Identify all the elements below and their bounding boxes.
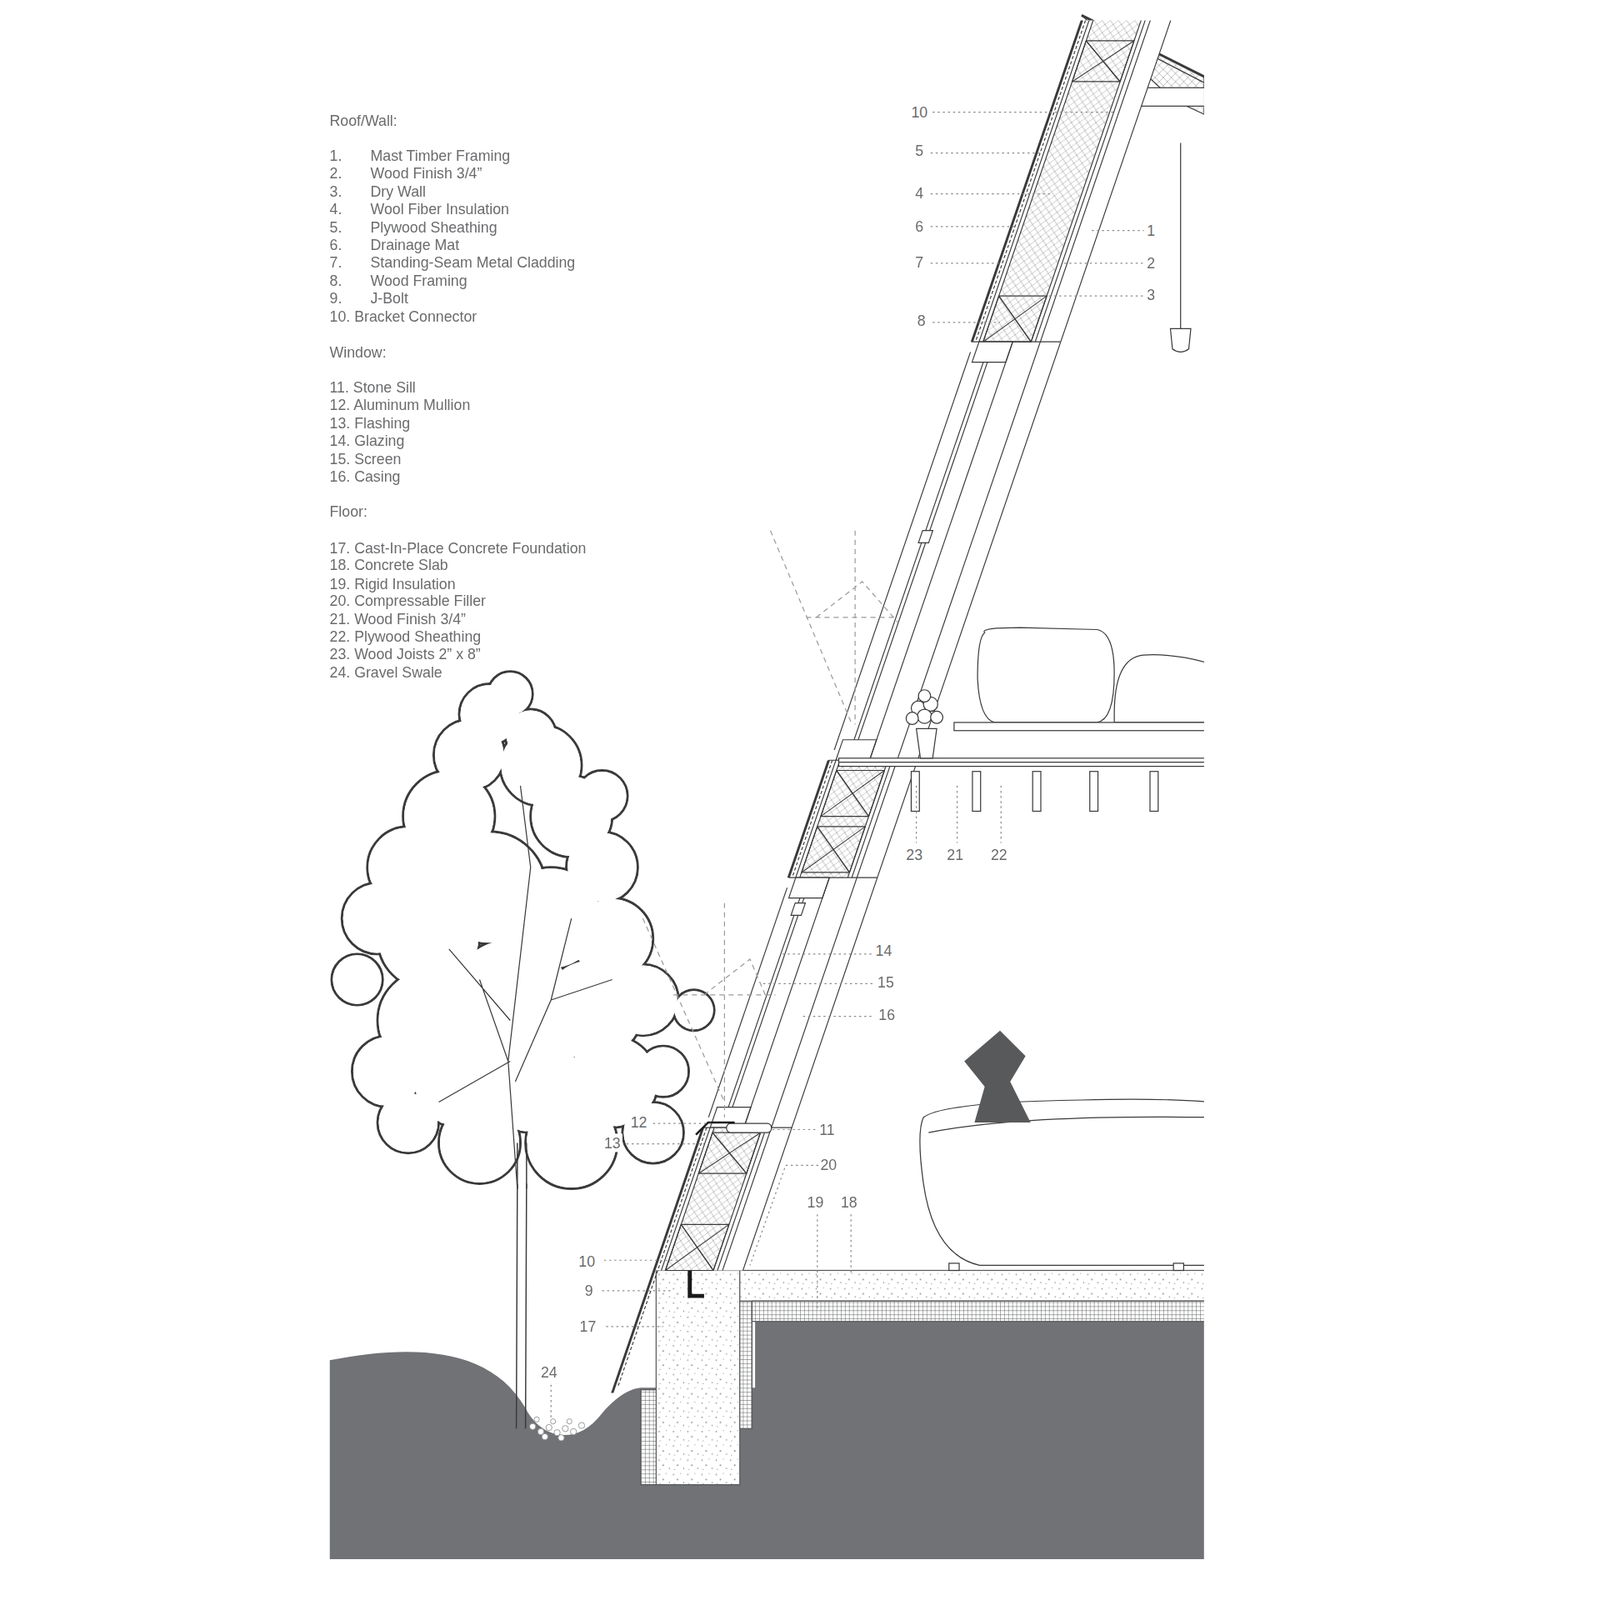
key-item: 14. Glazing: [330, 431, 405, 450]
callout-number: 3: [1145, 285, 1158, 305]
key-item: 19. Rigid Insulation: [330, 574, 456, 593]
key-item: 23. Wood Joists 2” x 8”: [330, 645, 481, 664]
key-item: 20. Compressable Filler: [330, 591, 487, 610]
legend-heading: Window:: [330, 342, 387, 361]
stone-sill: [726, 1123, 772, 1133]
leader-line: [550, 112, 1144, 1421]
key-number: 1.: [330, 146, 343, 165]
key-number: 3.: [330, 182, 343, 201]
key-item: 21. Wood Finish 3/4”: [330, 610, 467, 629]
callout-number: 16: [876, 1005, 898, 1025]
key-item: Dry Wall: [370, 182, 425, 201]
key-number: 7.: [330, 253, 343, 272]
key-number: 8.: [330, 270, 343, 290]
key-item: 18. Concrete Slab: [330, 556, 449, 575]
key-item: 12. Aluminum Mullion: [330, 396, 471, 415]
key-number: 5.: [330, 218, 343, 237]
callout-number: 11: [817, 1120, 837, 1139]
key-item: Wood Framing: [370, 270, 467, 290]
gravel-swale: [530, 1416, 585, 1441]
callout-number: 22: [989, 845, 1010, 865]
callout-number: 6: [913, 217, 926, 236]
key-item: 10. Bracket Connector: [330, 307, 478, 326]
callout-number: 14: [873, 941, 895, 960]
flashing: [695, 1122, 735, 1135]
callout-number: 21: [945, 845, 966, 865]
key-item: Drainage Mat: [370, 235, 460, 255]
callout-number: 20: [818, 1155, 840, 1175]
callout-number: 19: [805, 1192, 826, 1211]
screen-outline: [642, 530, 898, 1118]
key-item: 22. Plywood Sheathing: [330, 627, 482, 646]
callout-number: 7: [913, 253, 926, 272]
key-item: 16. Casing: [330, 467, 401, 486]
legend-heading: Floor:: [330, 501, 368, 520]
key-number: 6.: [330, 235, 343, 255]
key-item: 24. Gravel Swale: [330, 663, 443, 682]
key-item: Plywood Sheathing: [370, 218, 497, 237]
key-item: 13. Flashing: [330, 414, 411, 433]
callout-number: 12: [628, 1113, 650, 1132]
callout-number: 17: [577, 1317, 599, 1336]
callout-number: 13: [601, 1133, 623, 1152]
key-item: 17. Cast-In-Place Concrete Foundation: [330, 539, 587, 558]
callout-number: 18: [839, 1192, 860, 1211]
key-item: Wool Fiber Insulation: [370, 200, 509, 219]
callout-number: 9: [582, 1281, 595, 1300]
foundation: [640, 1270, 1205, 1485]
callout-number: 15: [875, 973, 897, 992]
key-item: Wood Finish 3/4”: [370, 165, 482, 184]
callout-number: 4: [913, 183, 926, 202]
key-item: Standing-Seam Metal Cladding: [370, 253, 575, 272]
ground: [330, 1321, 1205, 1560]
key-number: 9.: [330, 289, 343, 308]
callout-number: 5: [913, 141, 926, 160]
key-item: J-Bolt: [370, 289, 408, 308]
key-number: 2.: [330, 165, 343, 184]
key-item: Mast Timber Framing: [370, 146, 510, 165]
callout-number: 1: [1145, 221, 1158, 240]
tree: [331, 671, 715, 1430]
key-number: 4.: [330, 200, 343, 219]
callout-number: 8: [915, 310, 928, 330]
callout-number: 23: [904, 845, 925, 865]
callout-number: 2: [1145, 254, 1158, 273]
furniture: [905, 142, 1205, 1270]
upper-floor: [839, 758, 1205, 812]
legend-heading: Roof/Wall:: [330, 110, 398, 130]
key-item: 11. Stone Sill: [330, 378, 416, 397]
key-item: 15. Screen: [330, 450, 402, 469]
callout-number: 24: [539, 1363, 560, 1382]
callout-number: 10: [909, 103, 930, 122]
callout-number: 10: [576, 1251, 598, 1270]
